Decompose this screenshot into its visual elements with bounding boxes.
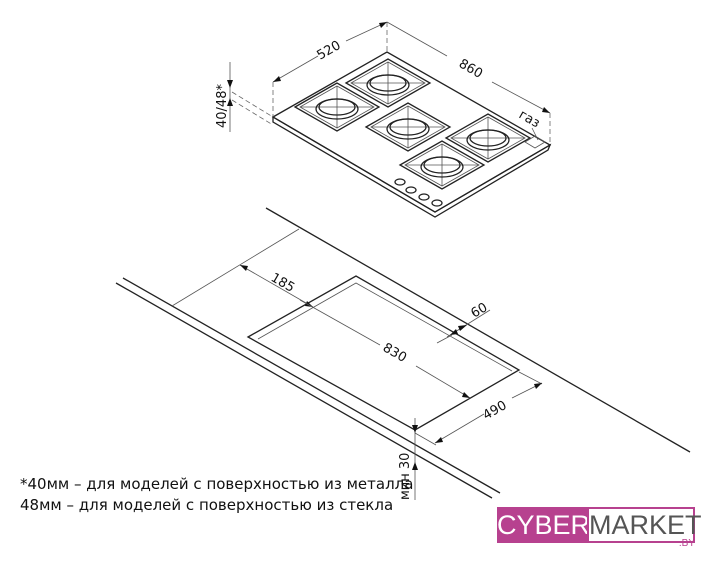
- dim-490: 490: [414, 371, 543, 446]
- control-knobs: [394, 178, 443, 207]
- burner: [293, 82, 381, 132]
- svg-text:185: 185: [268, 270, 297, 295]
- svg-text:мин 30: мин 30: [398, 453, 413, 500]
- burner: [444, 113, 532, 163]
- burner: [364, 102, 452, 152]
- dim-830: 830: [299, 299, 471, 399]
- cybermarket-logo: CYBER MARKET .BY: [497, 507, 702, 549]
- dim-min-30: мин 30: [398, 418, 418, 500]
- countertop: [115, 207, 691, 499]
- svg-text:490: 490: [481, 398, 510, 423]
- burner: [398, 140, 486, 190]
- dim-60: 60: [436, 300, 491, 344]
- dim-860: 860: [386, 21, 551, 145]
- logo-suffix: .BY: [678, 538, 695, 549]
- logo-right: MARKET: [587, 507, 702, 543]
- dim-40-48: 40/48*: [215, 62, 274, 132]
- note-metal: *40мм – для моделей с поверхностью из ме…: [20, 475, 414, 493]
- burner: [344, 58, 432, 108]
- note-glass: 48мм – для моделей с поверхностью из сте…: [20, 496, 394, 514]
- gas-hob: [271, 51, 552, 218]
- svg-text:60: 60: [469, 300, 491, 321]
- gas-connector: [524, 135, 546, 149]
- svg-text:40/48*: 40/48*: [215, 84, 230, 128]
- svg-text:860: 860: [456, 56, 485, 81]
- cutout: [246, 275, 521, 431]
- logo-left: CYBER: [497, 507, 590, 543]
- svg-text:830: 830: [380, 340, 409, 365]
- svg-text:520: 520: [315, 38, 344, 63]
